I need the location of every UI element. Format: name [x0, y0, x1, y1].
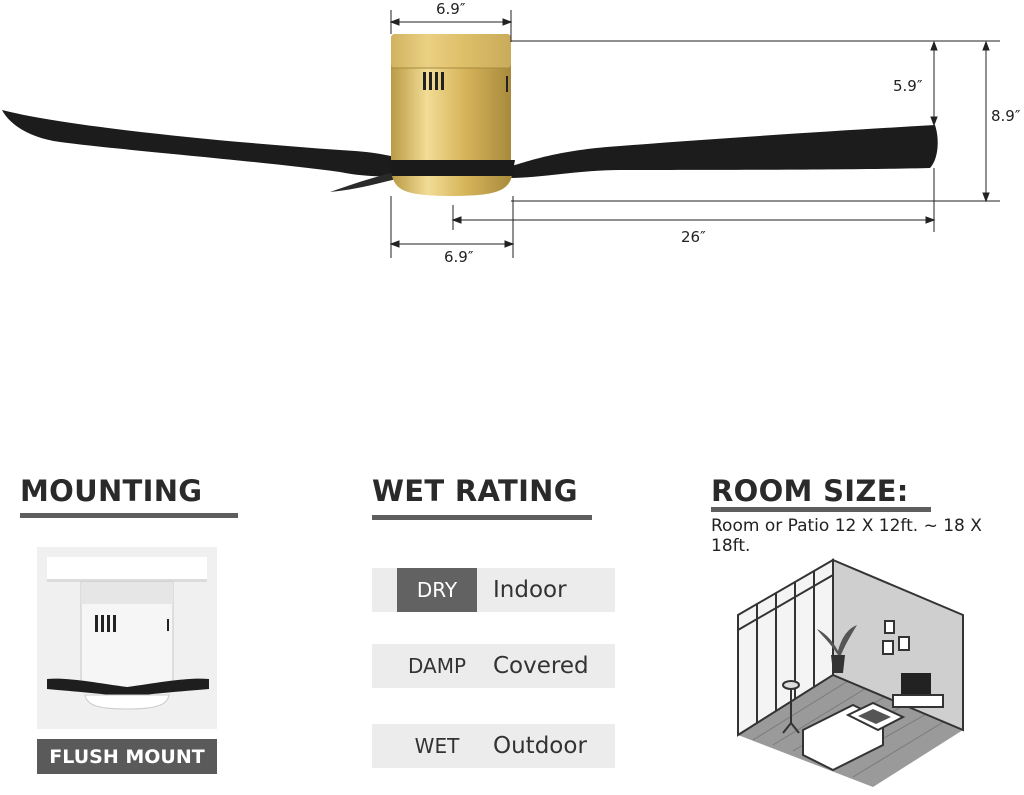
motor-housing: [388, 34, 515, 196]
mounting-underline: [20, 513, 238, 518]
dim-top-width: 6.9″: [436, 0, 466, 18]
value-outdoor: Outdoor: [493, 733, 587, 759]
dim-height-total: 8.9″: [991, 107, 1021, 125]
flush-mount-image: [37, 547, 217, 729]
dimension-lines: [389, 10, 1000, 258]
fan-blade-left: [2, 110, 430, 177]
tag-dry: DRY: [397, 568, 477, 612]
wet-rating-title: WET RATING: [372, 474, 578, 508]
room-size-underline: [711, 507, 931, 512]
wet-rating-row-wet: WET Outdoor: [372, 724, 615, 768]
room-lamp: [782, 680, 800, 734]
dim-bottom-width: 6.9″: [444, 248, 474, 266]
room-size-subtitle: Room or Patio 12 X 12ft. ~ 18 X 18ft.: [711, 516, 982, 556]
mounting-title: MOUNTING: [20, 474, 203, 508]
tag-damp: DAMP: [407, 654, 467, 678]
room-size-title: ROOM SIZE:: [711, 474, 909, 508]
flush-mount-fan-icon: [47, 557, 209, 710]
value-indoor: Indoor: [493, 577, 567, 603]
fan-blade-rear: [330, 172, 400, 192]
wet-rating-row-dry: DRY Indoor: [372, 568, 615, 612]
room-illustration: [737, 558, 964, 787]
room-tv: [901, 673, 931, 695]
value-covered: Covered: [493, 653, 589, 679]
dim-blade-length: 26″: [681, 228, 706, 246]
fan-dimension-diagram: [2, 10, 1000, 258]
flush-mount-label: FLUSH MOUNT: [37, 739, 217, 774]
vent-slots: [423, 72, 508, 92]
wet-rating-row-damp: DAMP Covered: [372, 644, 615, 688]
room-plant: [817, 625, 857, 673]
fan-blade-right: [500, 125, 938, 178]
tag-wet: WET: [414, 734, 460, 758]
wet-rating-underline: [372, 515, 592, 520]
dim-height-small: 5.9″: [893, 77, 923, 95]
